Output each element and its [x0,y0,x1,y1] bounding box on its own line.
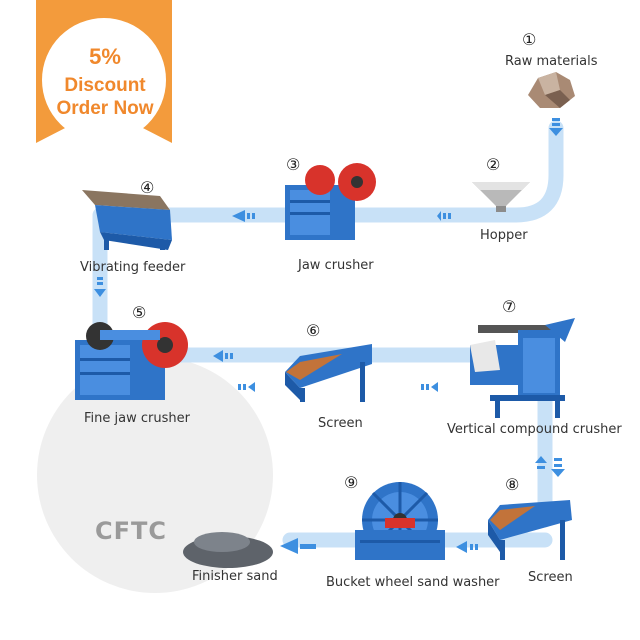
arrow-icon [456,541,478,553]
arrow-icon [437,211,451,221]
step-number-9: ⑨ [344,473,359,492]
arrow-icon [238,382,255,392]
promo-line2: Order Now [56,98,154,119]
arrow-icon [421,382,438,392]
arrow-icon [535,456,547,469]
bucket-wheel-sand-washer-icon [355,482,445,560]
jaw-crusher-icon [285,163,376,240]
step-label-raw-materials: Raw materials [505,54,598,69]
step-number-5: ⑤ [132,303,147,322]
promo-line1: Discount [64,75,146,96]
step-label-fine-jaw-crusher: Fine jaw crusher [84,411,190,426]
discount-badge[interactable] [36,0,172,143]
arrow-icon [232,210,255,222]
fine-jaw-crusher-icon [75,322,188,400]
step-label-screen-2: Screen [528,570,573,585]
screen-2-icon [488,500,572,560]
step-label-vertical-compound-crusher: Vertical compound crusher [447,422,622,437]
step-label-bucket-wheel-sand-washer: Bucket wheel sand washer [326,575,500,590]
hopper-icon [472,182,530,212]
step-number-7: ⑦ [502,297,517,316]
step-label-vibrating-feeder: Vibrating feeder [80,260,186,275]
arrow-icon [280,538,316,554]
step-label-screen-1: Screen [318,416,363,431]
finisher-sand-icon [183,532,273,568]
flow-arrows [94,118,565,554]
step-number-2: ② [486,155,501,174]
step-number-1: ① [522,30,537,49]
promo-percent: 5% [89,44,121,69]
final-product-label: Finisher sand [192,569,278,584]
arrow-icon [94,277,106,297]
raw-materials-icon [528,72,575,108]
arrow-icon [213,350,233,362]
step-label-jaw-crusher: Jaw crusher [298,258,374,273]
step-number-6: ⑥ [306,321,321,340]
step-number-3: ③ [286,155,301,174]
arrow-icon [551,458,565,477]
step-label-hopper: Hopper [480,228,528,243]
vertical-compound-crusher-icon [470,318,575,418]
step-number-4: ④ [140,178,155,197]
arrow-icon [549,118,563,136]
company-logo: CFTC [95,517,167,545]
screen-1-icon [285,344,372,402]
vibrating-feeder-icon [82,190,172,250]
step-number-8: ⑧ [505,475,520,494]
